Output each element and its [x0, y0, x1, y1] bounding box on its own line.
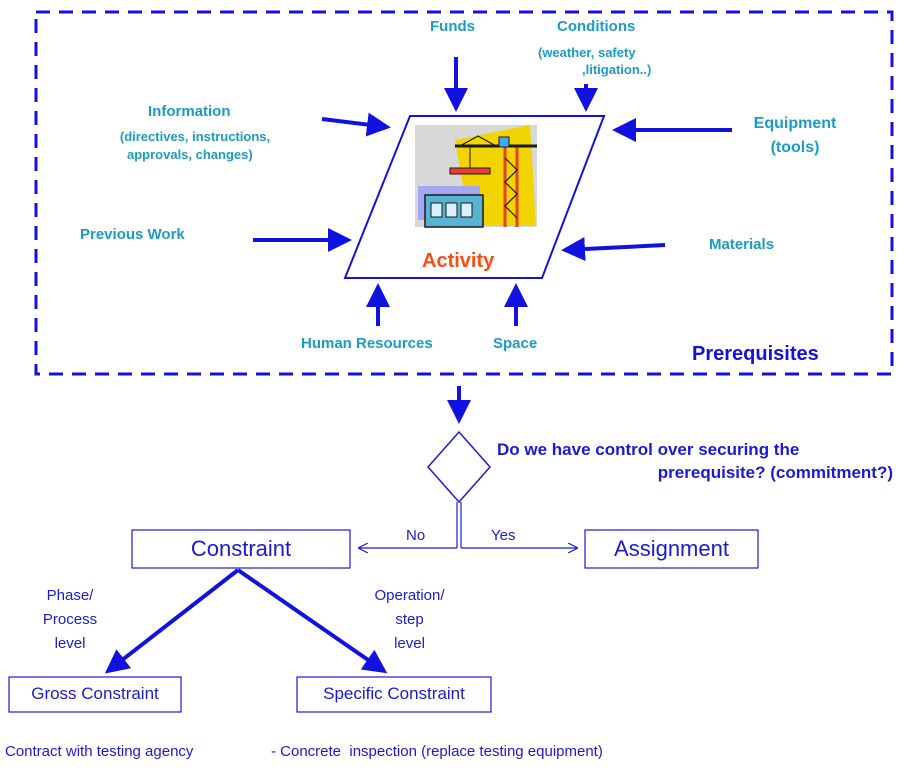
constraint-label: Constraint — [190, 536, 292, 561]
materials-label: Materials — [709, 236, 775, 253]
activity-label: Activity — [422, 250, 495, 272]
information-label: Information — [148, 103, 231, 120]
prerequisites-title: Prerequisites — [692, 343, 819, 365]
materials-arrow — [561, 237, 666, 261]
prerequisites-box — [34, 10, 894, 376]
gross-constraint-box — [8, 676, 182, 713]
decision-question-line-2: prerequisite? (commitment?) — [657, 463, 893, 482]
conditions-detail-2: ,litigation..) — [582, 62, 652, 77]
specific-level-line-2: step — [395, 611, 424, 628]
decision-question-line-1: Do we have control over securing the — [497, 440, 800, 459]
specific-level-line-3: level — [394, 635, 425, 652]
yes-label: Yes — [491, 527, 516, 544]
specific-level-line-1: Operation/ — [374, 587, 445, 604]
construction-crane-icon — [415, 125, 537, 228]
gross-level-line-1: Phase/ — [46, 587, 94, 604]
constraint-split-arrows — [104, 568, 388, 674]
specific-arrow — [236, 568, 388, 674]
no-label: No — [406, 527, 426, 544]
gross-arrow — [104, 568, 240, 674]
gross-constraint-label: Gross Constraint — [31, 684, 159, 703]
specific-constraint-label: Specific Constraint — [323, 684, 465, 703]
gross-level-line-2: Process — [42, 611, 98, 628]
previous-work-label: Previous Work — [80, 226, 185, 243]
conditions-detail-1: (weather, safety — [538, 45, 636, 60]
equipment-detail: (tools) — [770, 139, 820, 156]
information-detail-2: approvals, changes) — [127, 147, 253, 162]
information-detail-1: (directives, instructions, — [119, 129, 271, 144]
decision-branches — [359, 502, 577, 548]
specific-constraint-box — [296, 676, 492, 713]
conditions-label: Conditions — [557, 18, 636, 35]
specific-example: - Concrete inspection (replace testing e… — [271, 743, 603, 760]
gross-level-line-3: level — [54, 635, 86, 652]
human-resources-label: Human Resources — [301, 335, 433, 352]
space-label: Space — [493, 335, 538, 352]
decision-diamond — [426, 430, 492, 504]
assignment-label: Assignment — [614, 536, 729, 561]
information-arrow — [321, 112, 391, 137]
constraint-box — [131, 529, 351, 569]
assignment-box — [584, 529, 759, 569]
gross-example: Contract with testing agency — [5, 743, 194, 760]
equipment-label: Equipment — [753, 115, 837, 132]
funds-label: Funds — [430, 18, 475, 35]
input-arrows — [253, 57, 732, 424]
